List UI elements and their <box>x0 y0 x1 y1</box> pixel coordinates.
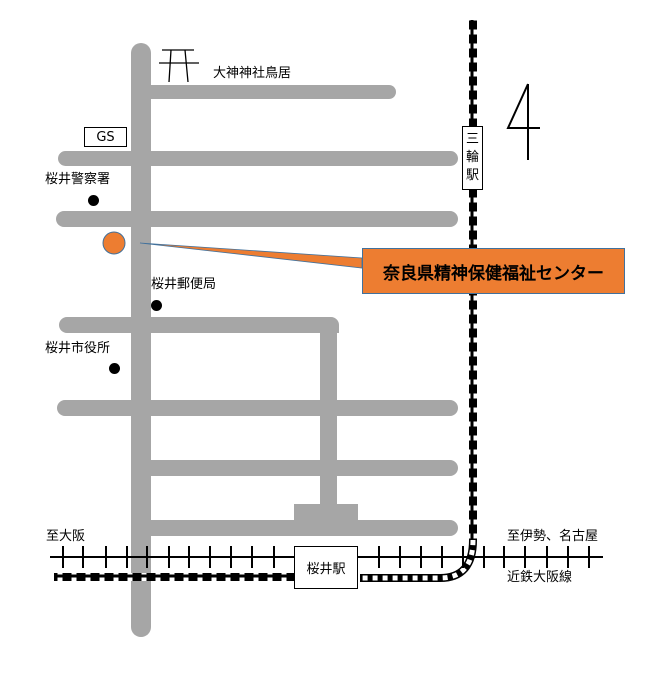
road-row-2 <box>56 211 458 227</box>
miwa-station-box: 三 輪 駅 <box>462 126 483 190</box>
road-row-3 <box>59 317 339 333</box>
road-row-5 <box>131 460 458 476</box>
callout-pointer <box>139 242 363 269</box>
station-plaza <box>294 504 358 522</box>
city-hall-marker <box>109 363 120 374</box>
main-road-vertical <box>131 43 151 637</box>
road-row-4 <box>57 400 458 416</box>
sakurai-station-box: 桜井駅 <box>294 546 358 589</box>
rail-line-bottom <box>54 573 296 581</box>
road-row-6 <box>131 520 458 536</box>
kintetsu-line-label: 近鉄大阪線 <box>507 570 573 585</box>
kintetsu-track <box>50 546 603 568</box>
shrine-gate-label: 大神神社鳥居 <box>213 66 292 81</box>
jr-rail-line <box>360 20 477 582</box>
miwa-char-1: 三 <box>465 131 479 147</box>
north-marker-icon <box>506 83 540 160</box>
destination-label: 奈良県精神保健福祉センター <box>383 263 604 284</box>
post-office-label: 桜井郵便局 <box>151 277 217 292</box>
to-ise-nagoya-label: 至伊勢、名古屋 <box>507 529 599 544</box>
police-label: 桜井警察署 <box>45 172 111 187</box>
destination-marker[interactable] <box>102 231 126 255</box>
road-shrine <box>131 85 396 99</box>
miwa-char-2: 輪 <box>465 149 479 165</box>
torii-icon <box>159 49 199 83</box>
destination-callout[interactable]: 奈良県精神保健福祉センター <box>362 248 625 294</box>
gas-station-label: GS <box>84 127 127 147</box>
city-hall-label: 桜井市役所 <box>45 341 111 356</box>
road-row-1 <box>58 151 458 166</box>
to-osaka-label: 至大阪 <box>46 529 86 544</box>
post-office-marker <box>151 300 162 311</box>
police-marker <box>88 195 99 206</box>
miwa-char-3: 駅 <box>465 168 479 184</box>
